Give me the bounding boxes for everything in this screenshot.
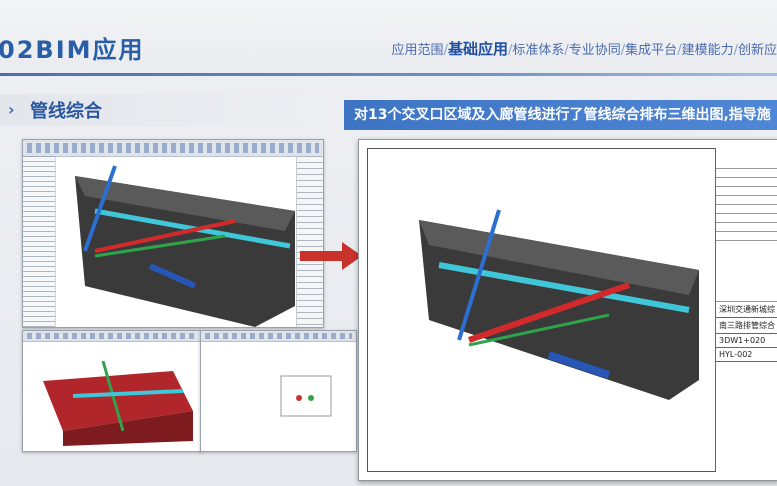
pipeline-3d-view [75, 165, 295, 327]
caption-banner: 对13个交叉口区域及入廊管线进行了管线综合排布三维出图,指导施 [344, 100, 777, 130]
construction-drawing-sheet: 深圳交通新城综 南三路排管综合 3DW1+020 HYL-002 [358, 139, 777, 481]
page-title: 02BIM应用 [0, 36, 145, 64]
revit-screenshot-main [22, 139, 324, 328]
blue-pipe [83, 165, 117, 252]
chevron-right-icon: › [8, 100, 15, 119]
title-block-project: 深圳交通新城综 [716, 302, 777, 318]
title-block-drawing-name: 南三路排管综合 [716, 318, 777, 334]
red-pipe [94, 219, 236, 253]
nav-item-innovation[interactable]: 创新应 [737, 43, 777, 58]
nav-item-modeling[interactable]: 建模能力 [681, 43, 734, 58]
title-block-code: 3DW1+020 [716, 334, 777, 348]
slide-header: 02BIM应用 应用范围/基础应用/标准体系/专业协同/集成平台/建模能力/创新… [0, 0, 777, 74]
nav-item-scope[interactable]: 应用范围 [391, 43, 444, 58]
drawing-3d-pipeline-view [419, 209, 699, 400]
title-block: 深圳交通新城综 南三路排管综合 3DW1+020 HYL-002 [715, 148, 777, 472]
cross-section-view [280, 375, 332, 417]
revit-screenshot-section [200, 330, 357, 452]
properties-panel [296, 156, 323, 327]
arrow-right-icon [300, 242, 362, 270]
title-block-number: HYL-002 [716, 348, 777, 362]
revit-screenshot-3d [22, 330, 202, 452]
nav-item-standards[interactable]: 标准体系 [512, 43, 565, 58]
pipe-section-3d-view [43, 361, 193, 446]
green-pipe [94, 234, 226, 258]
ribbon-toolbar [23, 140, 323, 157]
nav-item-platform[interactable]: 集成平台 [625, 43, 678, 58]
section-title: 管线综合 [30, 101, 102, 122]
section-heading: › 管线综合 [0, 94, 330, 126]
nav-item-collab[interactable]: 专业协同 [568, 43, 621, 58]
header-divider [0, 73, 777, 76]
nav-item-basic[interactable]: 基础应用 [447, 40, 508, 58]
topic-nav: 应用范围/基础应用/标准体系/专业协同/集成平台/建模能力/创新应 [391, 40, 777, 58]
project-browser [23, 156, 56, 327]
